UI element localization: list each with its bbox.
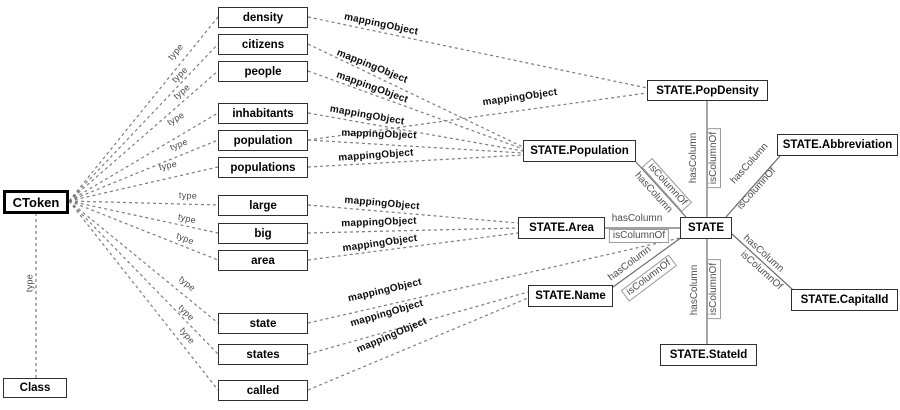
edge-map-inhabitants-population (307, 112, 524, 152)
node-token-called: called (218, 380, 308, 401)
node-token-inhabitants: inhabitants (218, 103, 308, 124)
node-col-popdensity: STATE.PopDensity (647, 80, 768, 101)
edge-map-citizens-population (307, 43, 524, 148)
edge-map-density-popdensity (307, 16, 648, 89)
edge-map-people-population (307, 70, 524, 150)
edge-map-area-area (307, 232, 519, 261)
edge-map-large-area (307, 204, 519, 224)
node-token-citizens: citizens (218, 34, 308, 55)
label-hascolumn-area: hasColumn (611, 213, 663, 224)
node-token-big: big (218, 223, 308, 244)
node-col-stateid: STATE.StateId (660, 344, 757, 366)
node-col-area: STATE.Area (518, 217, 605, 239)
label-type-large: type (178, 190, 198, 201)
edge-map-called-name (307, 297, 529, 391)
edge-type-inhabitants (68, 112, 219, 202)
node-class: Class (3, 378, 67, 398)
node-table-state: STATE (680, 217, 732, 239)
node-col-name: STATE.Name (528, 285, 613, 307)
edge-type-population (68, 139, 219, 202)
label-iscolumnof-popdensity: isColumnOf (707, 127, 721, 189)
node-token-population: population (218, 130, 308, 151)
node-token-large: large (218, 195, 308, 216)
edge-type-large (68, 200, 219, 206)
edge-type-density (68, 16, 219, 202)
edge-col-capitalid (731, 233, 794, 291)
node-token-populations: populations (218, 157, 308, 178)
edge-map-population-population (307, 139, 524, 154)
edge-type-state (68, 200, 219, 324)
edge-type-states (68, 200, 219, 355)
label-hascolumn-popdensity: hasColumn (688, 132, 699, 184)
node-col-population: STATE.Population (523, 140, 636, 162)
edge-col-name (612, 236, 683, 288)
node-token-states: states (218, 344, 308, 365)
edge-type-called (68, 200, 219, 391)
edge-type-area (68, 200, 219, 261)
edge-type-citizens (68, 43, 219, 202)
node-token-people: people (218, 61, 308, 82)
label-iscolumnof-stateid: isColumnOf (707, 258, 721, 320)
label-type-class: type (24, 273, 35, 293)
node-token-state: state (218, 313, 308, 334)
node-col-capitalid: STATE.CapitalId (791, 289, 898, 311)
node-token-density: density (218, 7, 308, 28)
node-col-abbreviation: STATE.Abbreviation (777, 134, 898, 156)
label-hascolumn-stateid: hasColumn (689, 264, 700, 316)
node-token-area: area (218, 250, 308, 271)
edge-col-abbreviation (725, 155, 781, 218)
edge-type-populations (68, 166, 219, 202)
edge-map-states-name (307, 291, 529, 355)
label-iscolumnof-area: isColumnOf (608, 229, 670, 243)
node-ctoken: CToken (3, 190, 69, 214)
edge-map-big-area (307, 227, 519, 234)
edge-type-big (68, 200, 219, 234)
edge-type-people (68, 70, 219, 202)
